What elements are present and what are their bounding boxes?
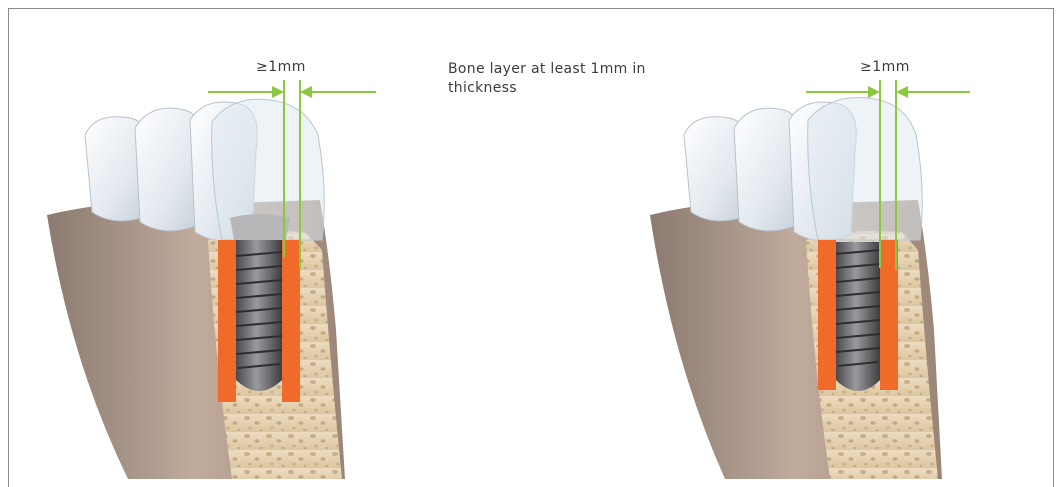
left-measure-label: ≥1mm [256,59,306,75]
left-implant-abutment [230,214,290,240]
caption-text: Bone layer at least 1mm in thickness [448,60,708,98]
right-jaw-illustration [650,97,942,479]
left-bone-layer-buccal [218,240,236,402]
right-crown-outline [808,97,923,240]
right-measure-label: ≥1mm [860,59,910,75]
right-bone-layer-buccal [818,240,836,390]
left-bone-layer-lingual [282,240,300,402]
